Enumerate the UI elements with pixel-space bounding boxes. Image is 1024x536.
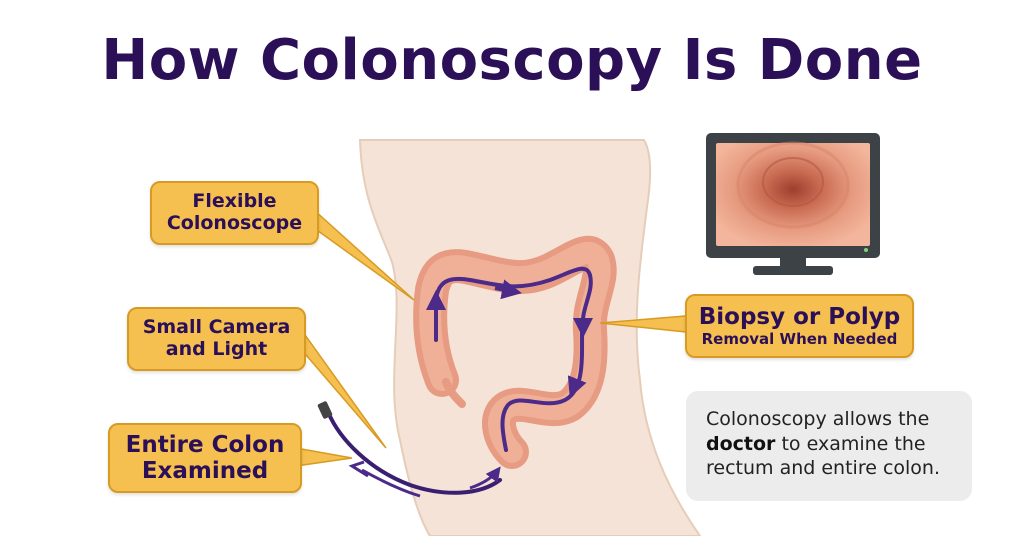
scope-cord [326,410,502,495]
callout-flexible-colonoscope: Flexible Colonoscope [150,181,319,245]
note-text-before: Colonoscopy allows the [706,408,930,430]
callout-biopsy: Biopsy or Polyp Removal When Needed [685,294,914,358]
scope-tip [317,401,333,419]
info-note: Colonoscopy allows the doctor to examine… [686,391,972,501]
callout-line: Removal When Needed [701,329,898,348]
page-title: How Colonoscopy Is Done [101,28,923,93]
note-text-after: to examine the rectum and entire colon. [706,432,940,480]
callout-line: Small Camera [142,316,291,339]
colon-illustration [413,236,617,469]
callout-entire-colon: Entire Colon Examined [108,423,302,493]
callout-line: Colonoscope [166,212,303,234]
callout-small-camera: Small Camera and Light [127,307,306,371]
note-text-bold: doctor [706,432,776,455]
callout-line: Flexible [192,190,277,213]
camera-pointer [299,325,387,449]
torso-silhouette [358,139,702,536]
callout-line: Entire Colon [125,431,285,458]
colon-pointer [295,447,353,467]
callout-line: and Light [165,338,268,360]
callout-line: Biopsy or Polyp [698,304,901,331]
monitor-icon [706,133,880,275]
scope-path [434,266,593,452]
callout-line: Examined [141,458,269,484]
colonoscope-illustration [317,266,593,498]
